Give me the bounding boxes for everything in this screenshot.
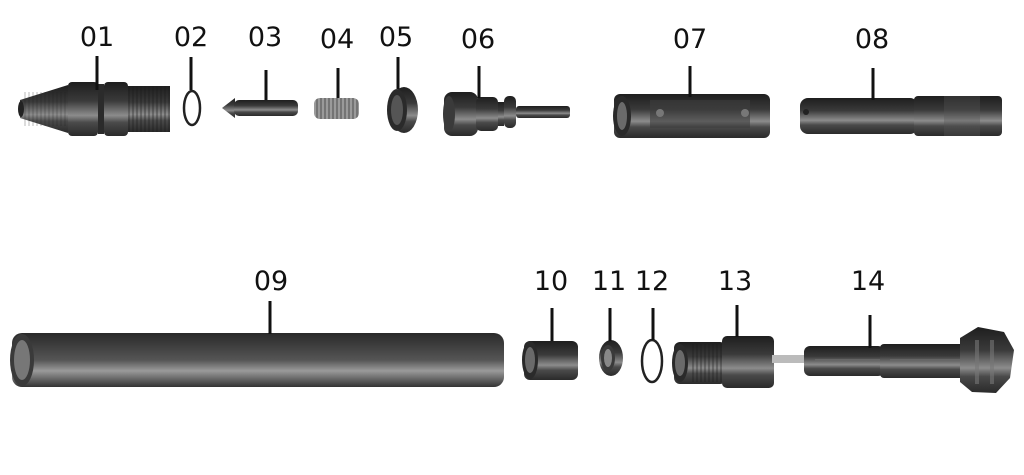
leader-line-06	[477, 66, 481, 98]
part-label-11: 11	[591, 266, 627, 297]
part-label-05: 05	[378, 22, 414, 53]
part-label-13: 13	[717, 266, 753, 297]
leader-line-01	[95, 56, 99, 90]
part-02-o-ring	[182, 89, 202, 127]
part-10-guide-sleeve	[522, 341, 578, 380]
part-07-inner-cylinder	[613, 94, 770, 138]
leader-line-11	[608, 308, 612, 341]
part-label-12: 12	[634, 266, 670, 297]
part-09-outer-casing	[10, 333, 504, 387]
part-label-07: 07	[672, 24, 708, 55]
part-01-top-sub	[18, 82, 170, 136]
part-label-14: 14	[850, 266, 886, 297]
leader-line-07	[688, 66, 692, 97]
leader-line-13	[735, 305, 739, 337]
part-08-piston	[800, 96, 1002, 136]
part-label-09: 09	[253, 266, 289, 297]
part-06-air-distributor	[443, 92, 570, 136]
leader-line-08	[871, 68, 875, 100]
leader-line-12	[651, 308, 655, 340]
part-14-drill-bit	[772, 327, 1014, 393]
leader-line-03	[264, 70, 268, 100]
part-label-02: 02	[173, 22, 209, 53]
part-label-10: 10	[533, 266, 569, 297]
part-label-01: 01	[79, 22, 115, 53]
leader-line-09	[268, 301, 272, 334]
leader-line-10	[550, 308, 554, 341]
part-04-spring	[314, 98, 359, 119]
leader-line-14	[868, 315, 872, 348]
part-05-ring	[387, 87, 418, 133]
part-label-06: 06	[460, 24, 496, 55]
part-12-o-ring	[640, 338, 664, 384]
part-03-check-valve	[222, 98, 298, 118]
part-label-04: 04	[319, 24, 355, 55]
part-label-03: 03	[247, 22, 283, 53]
part-label-08: 08	[854, 24, 890, 55]
part-13-driver-sub	[672, 336, 774, 388]
part-11-retaining-ring	[599, 340, 623, 376]
leader-line-05	[396, 57, 400, 89]
leader-line-02	[189, 57, 193, 90]
leader-line-04	[336, 68, 340, 98]
